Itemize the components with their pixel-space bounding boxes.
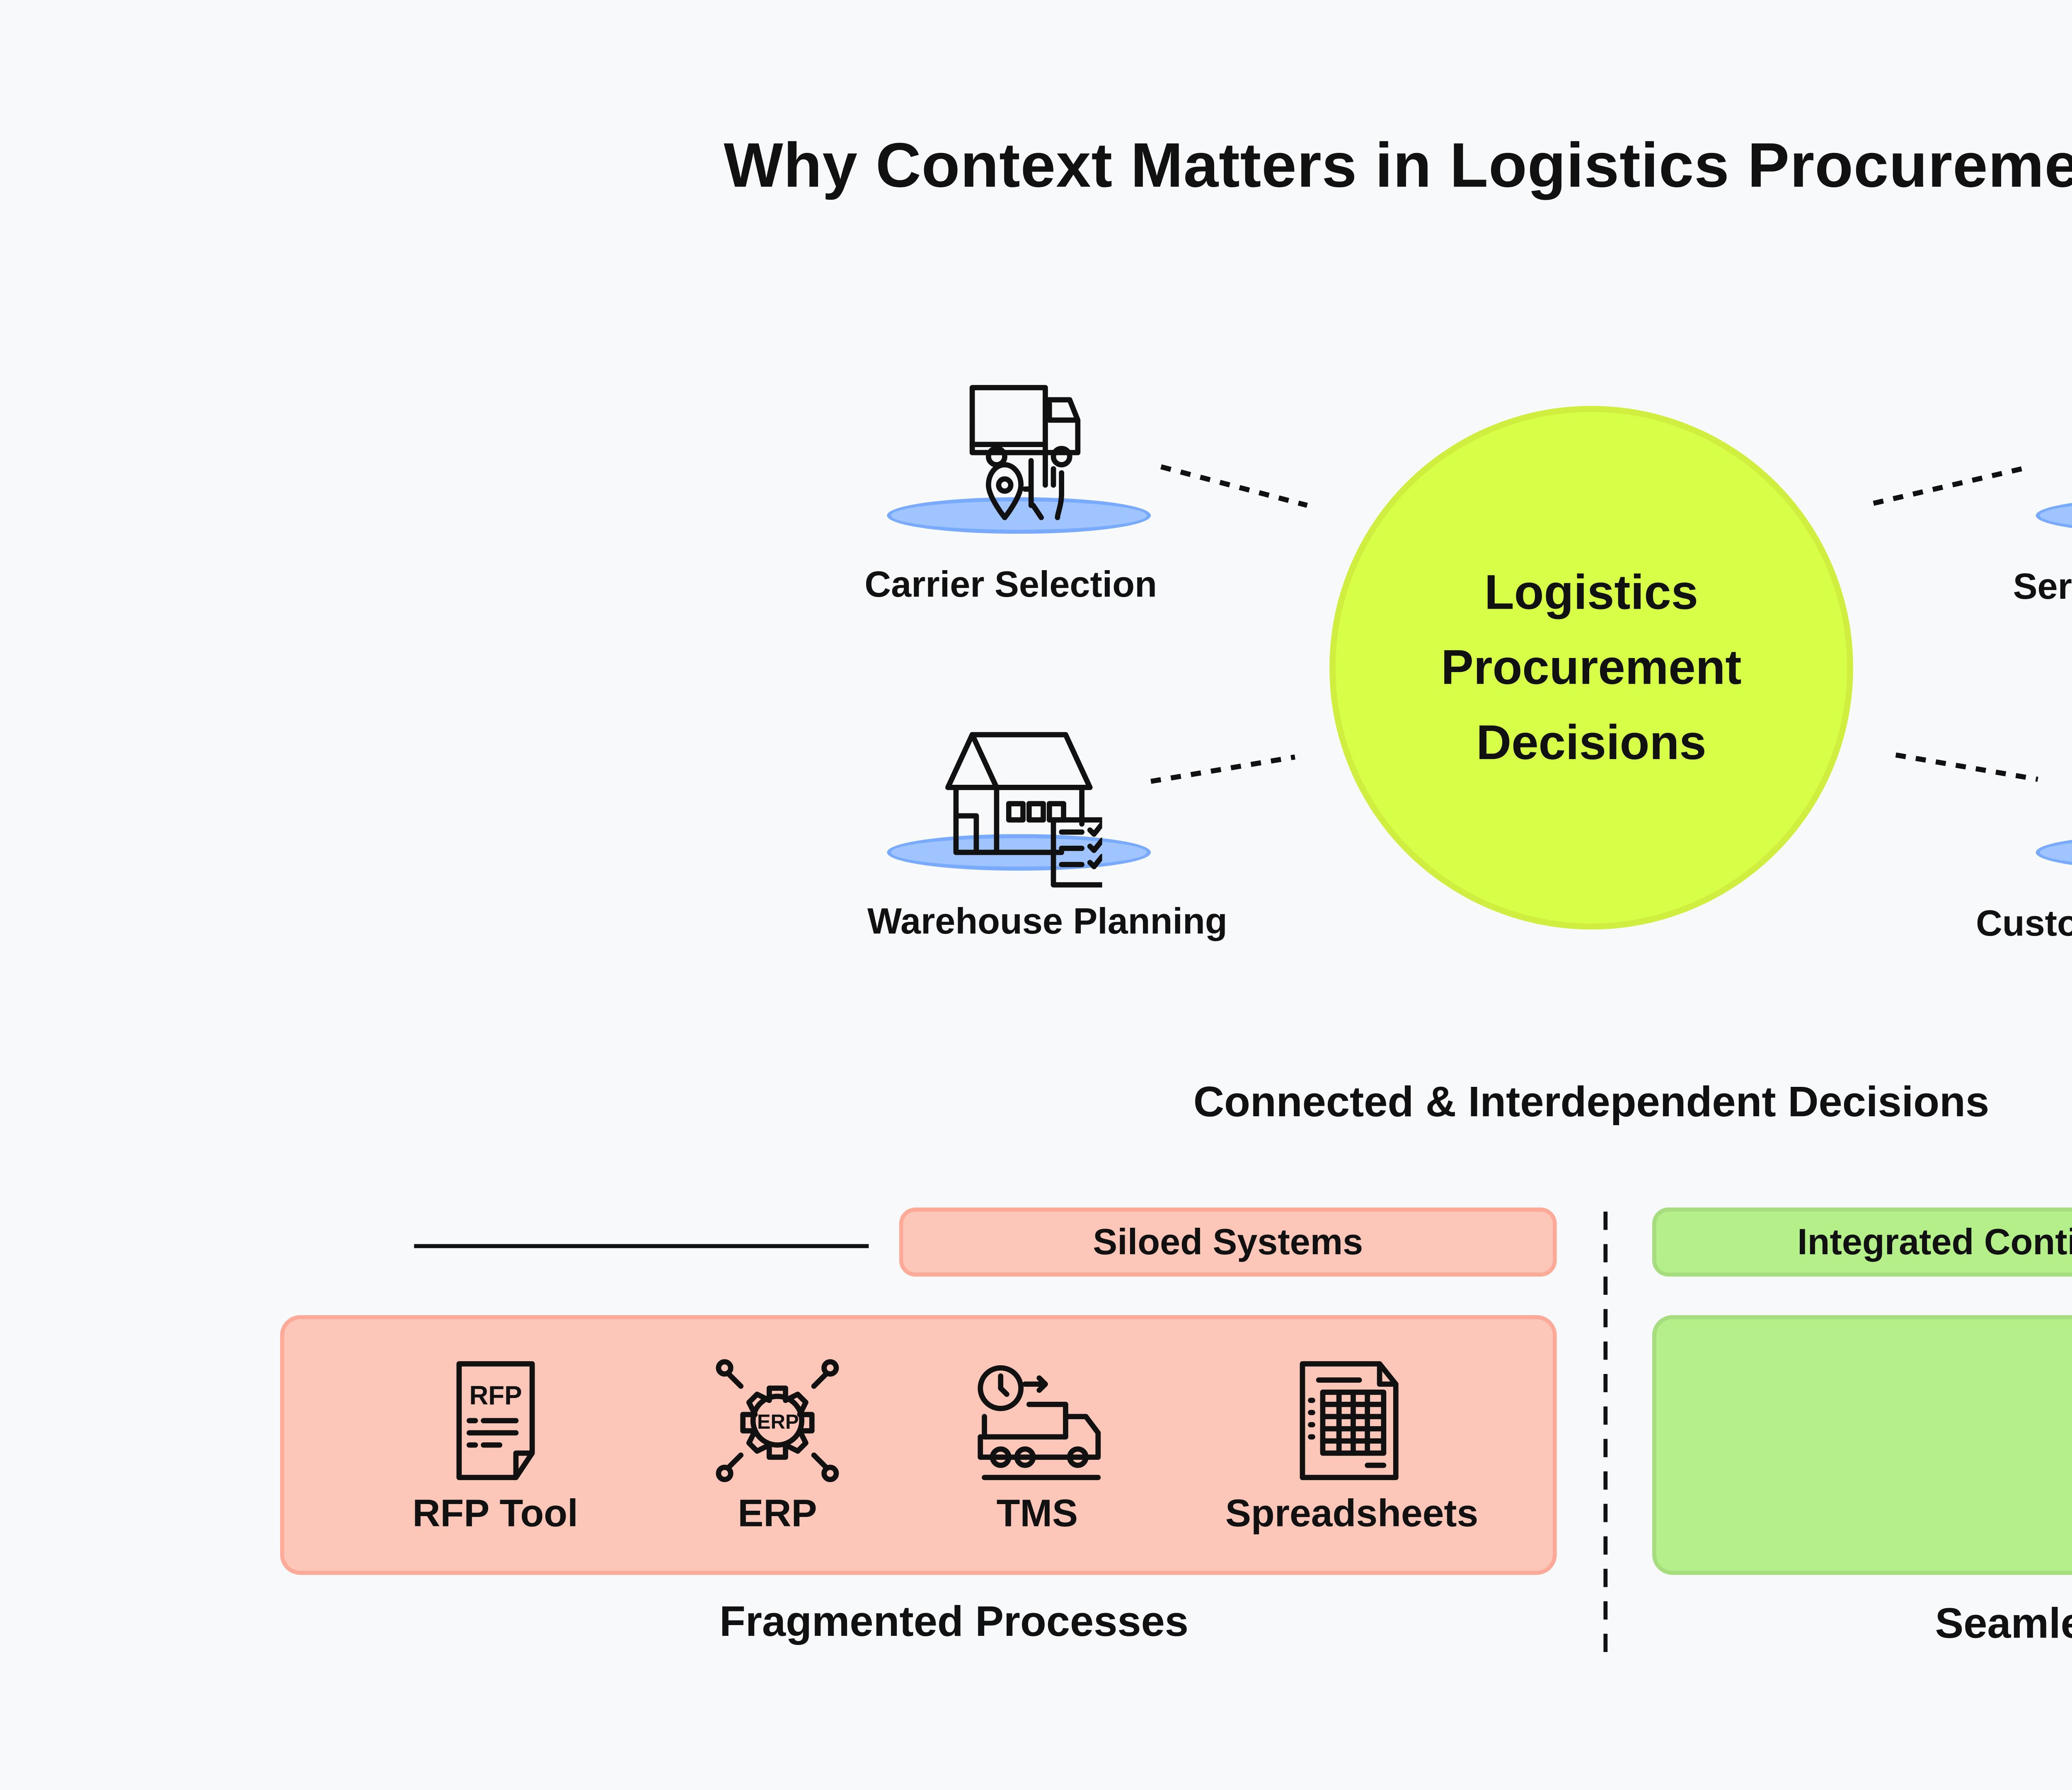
center-line-1: Logistics [1484, 565, 1699, 620]
rfp-document-icon: RFP [430, 1356, 560, 1485]
tool-spreadsheets: Spreadsheets [1225, 1356, 1478, 1538]
siloed-systems-pill: Siloed Systems [899, 1207, 1557, 1277]
center-decision-circle: Logistics Procurement Decisions [1329, 406, 1853, 930]
center-circle-text: Logistics Procurement Decisions [1388, 555, 1794, 781]
warehouse-checklist-icon [940, 726, 1109, 889]
subheading: Connected & Interdependent Decisions [1193, 1079, 1990, 1127]
spreadsheet-icon [1287, 1356, 1416, 1485]
right-footer: Seamless Planning to Execution [1935, 1601, 2072, 1648]
connector-customer [1895, 752, 2038, 782]
left-footer: Fragmented Processes [719, 1599, 1189, 1646]
tool-label-rfp: RFP Tool [412, 1493, 579, 1536]
truck-location-pointer-icon [940, 371, 1102, 534]
tool-tms: TMS [972, 1356, 1102, 1538]
svg-text:ERP: ERP [757, 1411, 799, 1433]
left-rule [414, 1244, 869, 1248]
tool-label-spreadsheets: Spreadsheets [1225, 1493, 1479, 1536]
node-label-service-agreements: Service Agreements [2013, 566, 2072, 607]
tool-label-tms: TMS [996, 1493, 1078, 1536]
node-label-warehouse-planning: Warehouse Planning [867, 901, 1227, 942]
connector-warehouse [1150, 754, 1295, 784]
svg-text:RFP: RFP [469, 1381, 521, 1410]
center-line-3: Decisions [1476, 715, 1706, 770]
integrated-continuity-panel [1652, 1315, 2072, 1575]
node-label-carrier-selection: Carrier Selection [864, 564, 1157, 605]
tool-rfp: RFP RFP Tool [412, 1356, 578, 1538]
tool-label-erp: ERP [738, 1493, 817, 1536]
node-label-customer-commitments: Customer Commitments [1976, 903, 2072, 944]
erp-gear-icon: ERP [712, 1356, 842, 1485]
page-title: Why Context Matters in Logistics Procure… [724, 130, 2072, 201]
center-line-2: Procurement [1441, 640, 1742, 695]
tool-erp: ERP ERP [712, 1356, 842, 1538]
tms-truck-gear-icon [972, 1356, 1102, 1485]
integrated-continuity-pill: Integrated Continuity [1652, 1207, 2072, 1277]
connector-carrier [1160, 464, 1308, 508]
connector-service [1873, 466, 2022, 506]
